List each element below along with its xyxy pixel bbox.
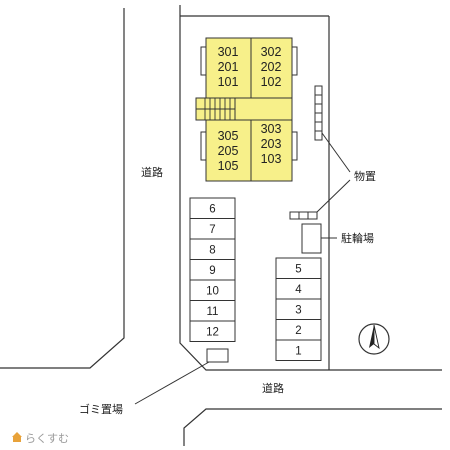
parking-space-number: 6 <box>209 203 215 215</box>
bicycle-parking <box>301 223 322 254</box>
unit-number: 202 <box>261 60 282 74</box>
road-label-bottom: 道路 <box>262 381 284 395</box>
parking-space <box>275 339 322 361</box>
lower-road-edge <box>183 408 442 446</box>
unit-block-303 <box>250 119 293 182</box>
stair-steps <box>204 98 231 120</box>
parking-space-number: 4 <box>295 284 302 296</box>
unit-number: 101 <box>218 75 239 89</box>
parking-space-number: 5 <box>295 263 301 275</box>
garbage-area <box>206 348 229 363</box>
unit-number: 103 <box>261 152 282 166</box>
unit-number: 203 <box>261 137 282 151</box>
site-boundary <box>179 5 442 371</box>
corridor <box>234 97 293 121</box>
parking-space <box>189 320 236 342</box>
parking-space-number: 12 <box>206 326 219 338</box>
bicycle-parking-label: 駐輪場 <box>341 231 374 245</box>
unit-number: 301 <box>218 45 239 59</box>
parking-right-column: 5 4 3 2 1 <box>275 257 322 361</box>
north-arrow: N <box>358 323 390 355</box>
storage-label: 物置 <box>354 169 376 183</box>
parking-space-number: 9 <box>209 265 215 277</box>
storage-horizontal <box>289 211 318 220</box>
parking-left-column: 6 7 8 9 10 11 12 <box>189 197 236 342</box>
parking-space-number: 8 <box>209 244 215 256</box>
parking-space-number: 7 <box>209 224 215 236</box>
unit-block-305 <box>205 119 252 182</box>
apartment-building: 301 201 101 302 202 102 305 205 105 303 … <box>195 37 298 182</box>
unit-number: 205 <box>218 144 239 158</box>
north-arrow-right <box>373 324 380 350</box>
parking-space-number: 1 <box>295 345 301 357</box>
garbage-leader-line <box>134 361 210 405</box>
unit-number: 201 <box>218 60 239 74</box>
brand-name: らくすむ <box>25 432 69 445</box>
parking-space-number: 3 <box>295 304 301 316</box>
unit-number: 105 <box>218 159 239 173</box>
unit-number: 102 <box>261 75 282 89</box>
unit-number: 305 <box>218 129 239 143</box>
road-label-left: 道路 <box>141 165 163 179</box>
storage-leader-lines <box>316 132 351 213</box>
north-arrow-left <box>369 325 374 348</box>
staircase <box>195 97 236 121</box>
parking-space-number: 11 <box>207 306 219 318</box>
unit-number: 303 <box>261 122 282 136</box>
house-icon <box>12 432 22 442</box>
road-lines <box>0 5 442 446</box>
unit-number: 302 <box>261 45 282 59</box>
storage-vertical <box>314 85 323 141</box>
brand-logo: らくすむ <box>12 432 69 445</box>
parking-space-number: 10 <box>206 285 219 297</box>
left-road-edge <box>0 8 125 369</box>
garbage-label: ゴミ置場 <box>79 402 123 416</box>
unit-block-301 <box>205 37 252 99</box>
parking-space-number: 2 <box>295 325 301 337</box>
